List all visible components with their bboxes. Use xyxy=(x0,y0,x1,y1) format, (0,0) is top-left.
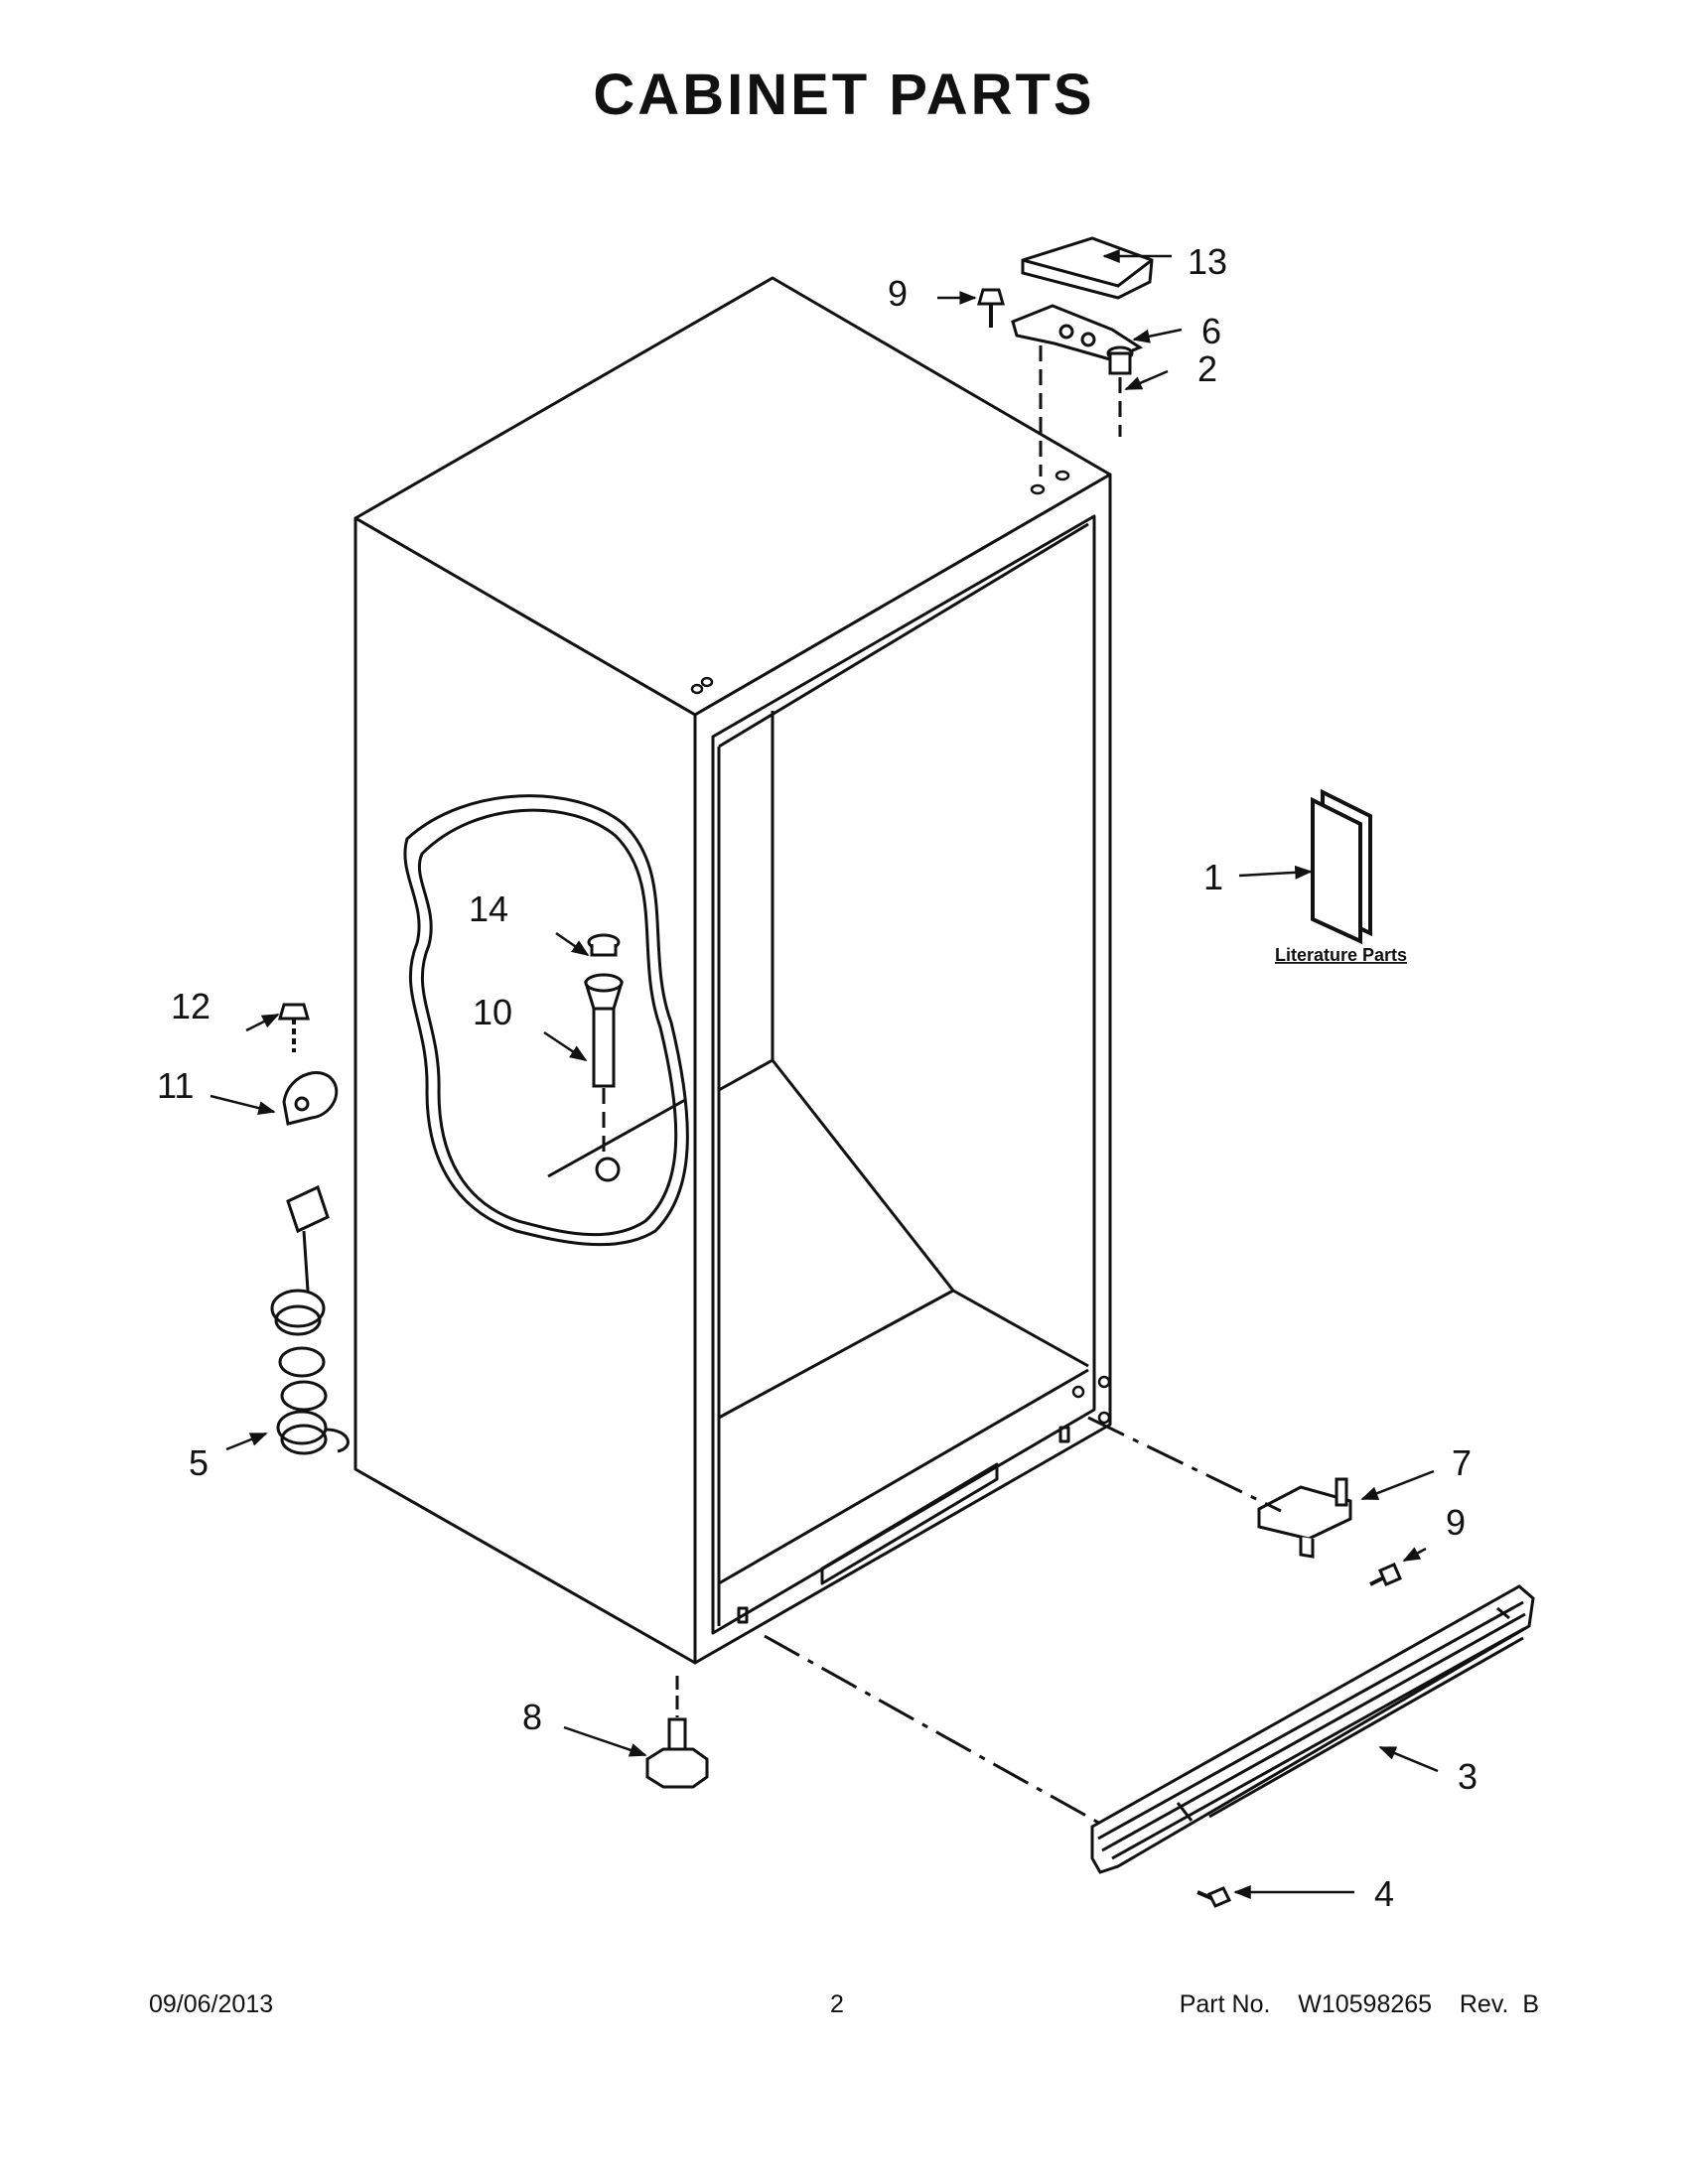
callout-11: 11 xyxy=(157,1065,194,1106)
revision: Rev. B xyxy=(1459,1990,1539,2018)
callout-5: 5 xyxy=(189,1442,209,1483)
literature-parts-caption: Literature Parts xyxy=(1275,945,1407,965)
footer-date: 09/06/2013 xyxy=(149,1990,274,2018)
leader-arrows xyxy=(210,249,1439,1899)
callout-12: 12 xyxy=(171,986,211,1026)
lower-hinge-parts xyxy=(1257,1477,1402,1586)
cabinet-holes xyxy=(690,470,1111,1425)
callout-6: 6 xyxy=(1201,311,1221,351)
footer-part-number: Part No. W10598265 Rev. B xyxy=(1180,1990,1539,2019)
callout-9-bottom: 9 xyxy=(1446,1502,1466,1543)
callout-13: 13 xyxy=(1188,241,1227,282)
leveling-leg xyxy=(645,1676,709,1789)
power-cord xyxy=(270,1184,350,1455)
callout-8: 8 xyxy=(522,1697,542,1737)
page-title: CABINET PARTS xyxy=(593,63,1095,127)
callout-10: 10 xyxy=(473,992,512,1032)
footer-page-number: 2 xyxy=(830,1990,844,2018)
callout-2: 2 xyxy=(1197,348,1217,389)
cord-clamp-parts xyxy=(278,1003,339,1126)
callout-labels: 13 9 6 2 1 14 12 10 11 5 7 9 8 3 4 xyxy=(157,241,1477,1914)
callout-1: 1 xyxy=(1203,857,1223,897)
callout-4: 4 xyxy=(1374,1873,1394,1914)
side-cutaway xyxy=(403,794,689,1247)
callout-9-top: 9 xyxy=(888,273,908,314)
callout-7: 7 xyxy=(1452,1442,1472,1483)
callout-14: 14 xyxy=(469,888,508,929)
part-prefix: Part No. xyxy=(1179,1990,1271,2018)
part-number: W10598265 xyxy=(1298,1990,1433,2018)
toe-grille xyxy=(1090,1584,1535,1908)
assembly-lines xyxy=(764,1416,1282,1827)
cabinet-body xyxy=(353,276,1112,1665)
callout-3: 3 xyxy=(1458,1756,1477,1797)
literature-booklet xyxy=(1311,788,1372,945)
drain-tube-parts xyxy=(583,933,625,1182)
